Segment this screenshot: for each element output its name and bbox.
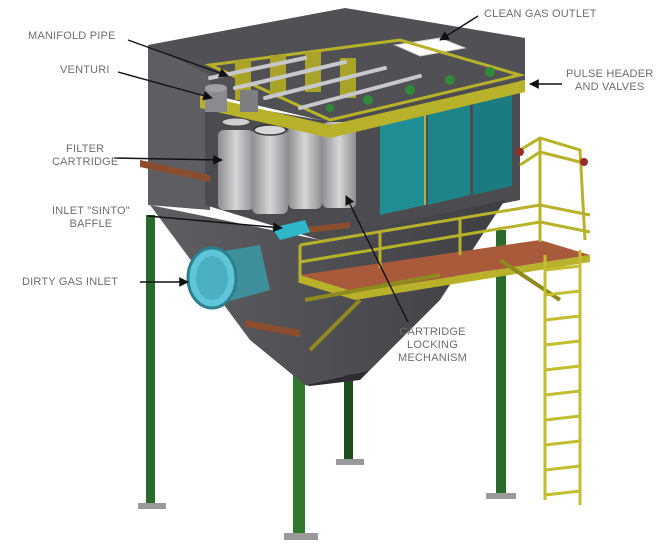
arrow-filter-cartridge (113, 154, 223, 165)
callout-arrows (113, 15, 562, 323)
label-dirty-gas-inlet: DIRTY GAS INLET (22, 276, 119, 288)
leg-back-left (146, 215, 155, 505)
label-filter-cartridge: FILTER CARTRIDGE (52, 143, 119, 168)
leg-back-right (344, 330, 353, 460)
arrow-clean-gas-outlet (439, 15, 479, 41)
arrow-manifold-pipe (127, 39, 229, 78)
arrow-locking-mechanism (345, 195, 409, 323)
arrow-inlet-baffle (147, 215, 283, 233)
inlet-sinto-baffle (272, 220, 310, 240)
label-manifold-pipe: MANIFOLD PIPE (28, 30, 116, 42)
label-pulse-header: PULSE HEADER AND VALVES (566, 68, 654, 93)
pulse-valves (326, 67, 495, 112)
railing (298, 136, 591, 283)
label-venturi: VENTURI (60, 64, 110, 76)
access-panels (379, 86, 512, 215)
top-frame (200, 38, 526, 138)
label-clean-gas-outlet: CLEAN GAS OUTLET (484, 8, 597, 20)
access-ladder (543, 250, 582, 505)
leg-right (496, 230, 506, 495)
label-inlet-baffle: INLET "SINTO" BAFFLE (52, 205, 130, 230)
filter-cartridges (218, 117, 356, 214)
label-locking-mechanism: CARTRIDGE LOCKING MECHANISM (398, 326, 468, 364)
arrow-venturi (117, 71, 213, 101)
